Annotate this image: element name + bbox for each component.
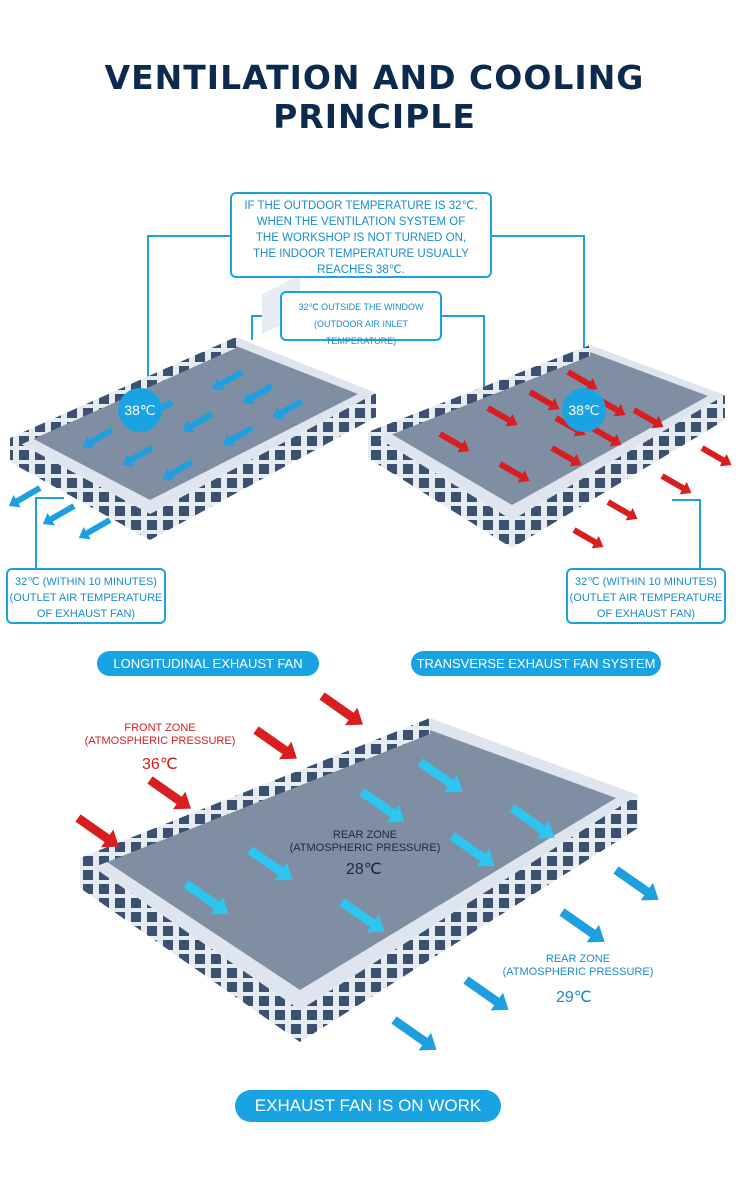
- rear-zone-label: REAR ZONE (ATMOSPHERIC PRESSURE): [498, 953, 658, 979]
- flow-arrow-red: [632, 407, 664, 429]
- flow-arrow-red: [438, 431, 470, 453]
- zone-name: REAR ZONE: [545, 953, 611, 965]
- flow-arrow-red: [566, 369, 598, 391]
- interior-arrow: [247, 846, 293, 881]
- zone-pressure: (ATMOSPHERIC PRESSURE): [289, 842, 441, 854]
- flow-arrow-blue: [182, 411, 214, 433]
- exhaust-arrow: [8, 485, 42, 508]
- flow-arrow-red: [498, 461, 530, 483]
- zone-name: FRONT ZONE: [124, 722, 196, 734]
- callout-line: OF EXHAUST FAN): [596, 608, 696, 620]
- middle-zone-label: REAR ZONE (ATMOSPHERIC PRESSURE): [285, 829, 445, 855]
- indoor-temp-badge-left: 38℃: [118, 388, 162, 432]
- flow-arrow-red: [660, 473, 692, 495]
- interior-arrow: [183, 880, 229, 915]
- building-transverse: [368, 345, 725, 548]
- inlet-arrow: [319, 692, 363, 726]
- callout-line: REACHES 38℃.: [317, 264, 405, 276]
- flow-arrow-red: [700, 445, 732, 467]
- front-zone-temp: 36℃: [142, 756, 178, 773]
- connector-lines: [35, 235, 701, 568]
- flow-arrow-red: [528, 389, 560, 411]
- inlet-arrow: [147, 776, 191, 810]
- interior-arrow: [339, 898, 385, 933]
- flow-arrow-blue: [242, 383, 274, 405]
- exhaust-arrow: [613, 866, 659, 901]
- left-outlet-callout: 32℃ (WITHIN 10 MINUTES) (OUTLET AIR TEMP…: [6, 568, 166, 624]
- exhaust-arrow: [463, 976, 509, 1011]
- front-zone-label: FRONT ZONE (ATMOSPHERIC PRESSURE): [80, 722, 240, 748]
- flow-arrow-blue: [82, 427, 114, 449]
- indoor-temp-callout: IF THE OUTDOOR TEMPERATURE IS 32℃, WHEN …: [230, 192, 492, 278]
- inlet-arrow: [75, 814, 119, 848]
- interior-arrow: [509, 804, 555, 839]
- flow-arrow-blue: [122, 445, 154, 467]
- flow-arrow-red: [606, 499, 638, 521]
- callout-line: 32℃ (WITHIN 10 MINUTES): [575, 576, 717, 588]
- flow-arrow-blue: [272, 398, 304, 420]
- rear-zone-temp: 29℃: [556, 989, 592, 1006]
- callout-line: 32℃ (WITHIN 10 MINUTES): [15, 576, 157, 588]
- longitudinal-system-label: LONGITUDINAL EXHAUST FAN SYSTEM: [97, 651, 319, 696]
- flow-arrow-red: [550, 445, 582, 467]
- exhaust-arrow: [559, 908, 605, 943]
- exhaust-arrow: [42, 503, 76, 526]
- flow-arrow-blue: [212, 369, 244, 391]
- window-temp-callout: 32℃ OUTSIDE THE WINDOW (OUTDOOR AIR INLE…: [280, 291, 442, 346]
- flow-arrow-blue: [162, 459, 194, 481]
- interior-arrow: [449, 832, 495, 867]
- exhaust-arrow: [391, 1016, 437, 1051]
- page-title: VENTILATION AND COOLING PRINCIPLE: [104, 58, 645, 136]
- zone-pressure: (ATMOSPHERIC PRESSURE): [502, 966, 654, 978]
- callout-line: IF THE OUTDOOR TEMPERATURE IS 32℃,: [244, 200, 478, 212]
- callout-line: (OUTDOOR AIR INLET TEMPERATURE): [313, 319, 408, 346]
- inlet-arrow: [253, 726, 297, 760]
- callout-line: THE WORKSHOP IS NOT TURNED ON,: [255, 232, 467, 244]
- callout-line: OF EXHAUST FAN): [36, 608, 136, 620]
- building-working: [80, 718, 638, 1042]
- flow-arrow-red: [590, 425, 622, 447]
- callout-line: (OUTLET AIR TEMPERATURE: [569, 592, 723, 604]
- status-label: EXHAUST FAN IS ON WORK: [235, 1090, 501, 1122]
- transverse-system-label: TRANSVERSE EXHAUST FAN SYSTEM: [411, 651, 661, 676]
- flow-arrow-blue: [222, 425, 254, 447]
- right-outlet-callout: 32℃ (WITHIN 10 MINUTES) (OUTLET AIR TEMP…: [566, 568, 726, 624]
- callout-line: WHEN THE VENTILATION SYSTEM OF: [256, 216, 466, 228]
- middle-zone-temp: 28℃: [346, 861, 382, 878]
- zone-name: REAR ZONE: [332, 829, 398, 841]
- callout-line: THE INDOOR TEMPERATURE USUALLY: [253, 248, 469, 260]
- zone-pressure: (ATMOSPHERIC PRESSURE): [84, 735, 236, 747]
- indoor-temp-badge-right: 38℃: [562, 388, 606, 432]
- interior-arrow: [359, 788, 405, 823]
- exhaust-arrow: [78, 517, 112, 540]
- flow-arrow-red: [486, 405, 518, 427]
- callout-line: (OUTLET AIR TEMPERATURE: [9, 592, 163, 604]
- callout-line: 32℃ OUTSIDE THE WINDOW: [298, 302, 424, 312]
- flow-arrow-red: [572, 527, 604, 549]
- interior-arrow: [417, 758, 463, 793]
